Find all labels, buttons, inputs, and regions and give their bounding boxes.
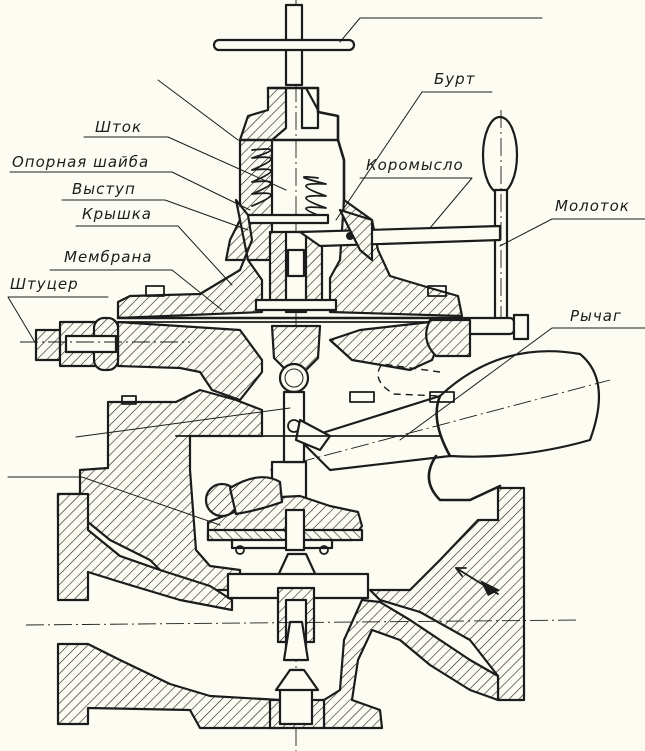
label-support-washer: Опорная шайба — [12, 153, 150, 171]
membrane — [116, 298, 462, 323]
label-membrane: Мембрана — [64, 248, 153, 266]
lower-housing — [116, 320, 446, 402]
handwheel — [212, 3, 356, 87]
flow-arrow-icon — [455, 567, 500, 596]
label-hammer: Молоток — [555, 197, 630, 215]
leader-lines — [7, 17, 645, 526]
label-stem: Шток — [95, 118, 143, 136]
hammer — [425, 110, 530, 358]
label-protrusion: Выступ — [72, 180, 136, 198]
label-fitting: Штуцер — [10, 275, 79, 293]
label-rocker-arm: Коромысло — [366, 156, 464, 174]
label-collar: Бурт — [434, 70, 476, 88]
label-lever: Рычаг — [570, 307, 622, 325]
label-cover: Крышка — [82, 205, 152, 223]
pipe-axis — [25, 619, 581, 626]
rocker-arm — [298, 208, 502, 262]
valve-disc — [204, 460, 370, 692]
spring — [251, 148, 327, 219]
linkage — [175, 390, 441, 464]
lever — [269, 350, 611, 502]
fitting — [20, 316, 190, 372]
